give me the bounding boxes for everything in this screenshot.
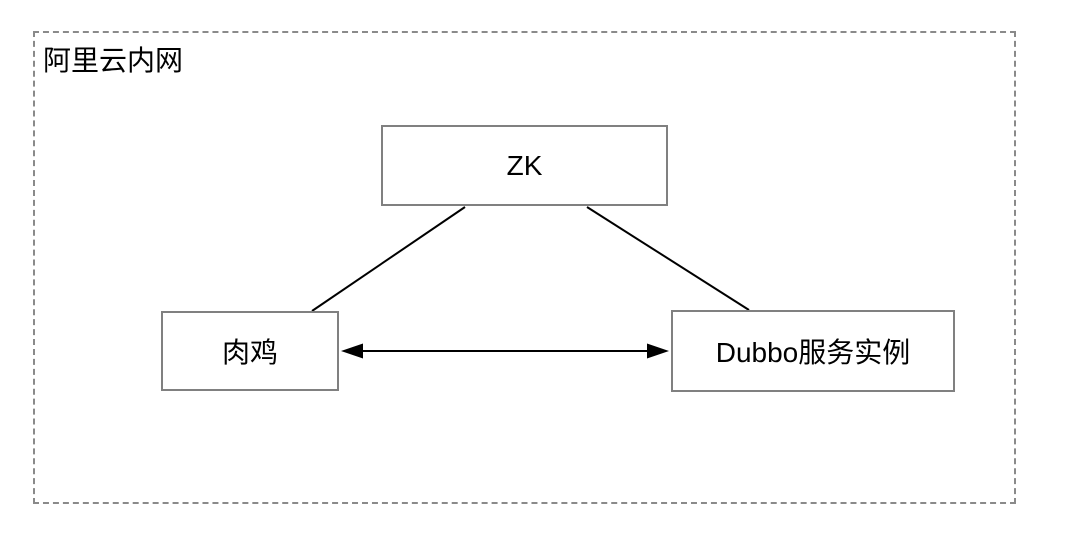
- edge-zk-rouji: [311, 206, 466, 312]
- node-rouji: 肉鸡: [161, 311, 339, 391]
- boundary-label: 阿里云内网: [43, 45, 184, 76]
- node-zk: ZK: [381, 125, 668, 206]
- arrowhead-left: [341, 343, 363, 359]
- arrowhead-right: [647, 343, 669, 359]
- node-dubbo: Dubbo服务实例: [671, 310, 955, 392]
- edge-zk-dubbo: [586, 206, 750, 311]
- network-boundary-box: [33, 31, 1016, 504]
